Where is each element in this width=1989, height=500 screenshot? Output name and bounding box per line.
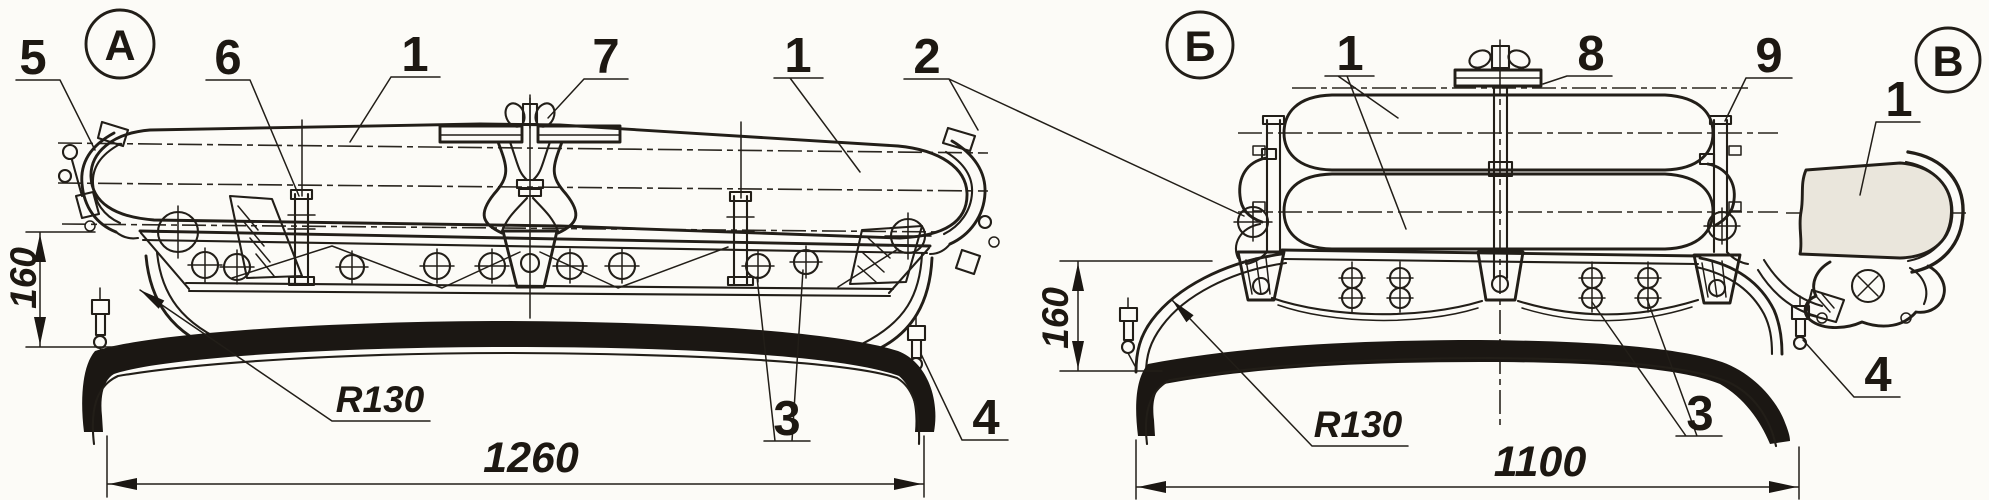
strap-right-a bbox=[928, 126, 1000, 276]
callout-a-5: 5 bbox=[19, 31, 46, 85]
view-a-drawing bbox=[57, 94, 1000, 446]
view-b-drawing bbox=[1118, 39, 1811, 448]
bracket-left-b bbox=[1233, 147, 1286, 302]
callout-b-3: 3 bbox=[1686, 387, 1713, 441]
tank-a bbox=[89, 122, 969, 240]
callout-a-1-right: 1 bbox=[784, 29, 811, 83]
rail-holes-a bbox=[187, 245, 823, 285]
dimension-a-radius bbox=[139, 289, 431, 422]
view-v-marker-circle bbox=[1914, 26, 1982, 94]
callout-a-7: 7 bbox=[592, 30, 619, 84]
callout-a-4: 4 bbox=[972, 391, 999, 445]
dim-a-length-text: 1260 bbox=[483, 434, 579, 482]
turnbuckle-right-a bbox=[906, 315, 927, 372]
dim-b-height-text: 160 bbox=[1035, 287, 1076, 349]
view-v-drawing bbox=[1756, 150, 1966, 329]
dimension-a-height bbox=[25, 231, 119, 348]
clamp-strips-a bbox=[287, 188, 755, 287]
hatched-wedge-right-a bbox=[848, 224, 924, 286]
centerlines-a bbox=[57, 94, 989, 319]
turnbuckle-left-b bbox=[1118, 297, 1139, 367]
clamp-assembly-v bbox=[1756, 258, 1946, 329]
callout-leaders bbox=[15, 75, 1921, 442]
callout-b-1: 1 bbox=[1336, 27, 1363, 81]
callout-a-3: 3 bbox=[773, 392, 800, 446]
view-a-marker-circle bbox=[84, 8, 156, 80]
strap-left-a bbox=[57, 120, 140, 240]
callout-v-1: 1 bbox=[1885, 73, 1912, 127]
dimension-b-height bbox=[1059, 260, 1213, 372]
callout-b-8: 8 bbox=[1577, 27, 1604, 81]
view-b-marker-circle bbox=[1165, 10, 1235, 80]
dim-b-length-text: 1100 bbox=[1494, 438, 1587, 486]
dimension-a-length bbox=[106, 435, 925, 498]
tanks-b bbox=[1282, 93, 1715, 251]
dim-b-radius-text: R130 bbox=[1314, 404, 1403, 445]
dim-a-radius-text: R130 bbox=[336, 379, 425, 420]
view-b-marker-label: Б bbox=[1185, 23, 1216, 71]
dimension-b-radius bbox=[1171, 299, 1409, 447]
view-a-marker-label: А bbox=[104, 22, 135, 70]
fender-band-b bbox=[1136, 340, 1790, 448]
hatched-wedge-left-a bbox=[228, 194, 304, 280]
support-rail-b bbox=[1270, 248, 1702, 322]
callout-b-9: 9 bbox=[1755, 29, 1782, 83]
callout-a-6: 6 bbox=[214, 31, 241, 85]
straps-b bbox=[1244, 114, 1750, 266]
bracket-right-b bbox=[1692, 152, 1742, 305]
center-clamp-a bbox=[438, 97, 622, 289]
view-v-marker-label: В bbox=[1932, 38, 1963, 86]
callout-b-4: 4 bbox=[1864, 348, 1891, 402]
tank-end-v bbox=[1798, 150, 1965, 274]
dimension-b-length bbox=[1135, 439, 1800, 500]
callout-a-1-left: 1 bbox=[401, 28, 428, 82]
callout-a-2: 2 bbox=[913, 30, 940, 84]
curved-rails-b bbox=[1134, 252, 1784, 376]
dim-a-height-text: 160 bbox=[3, 247, 44, 309]
fender-band-a bbox=[82, 321, 936, 446]
support-rail-a bbox=[138, 194, 932, 298]
